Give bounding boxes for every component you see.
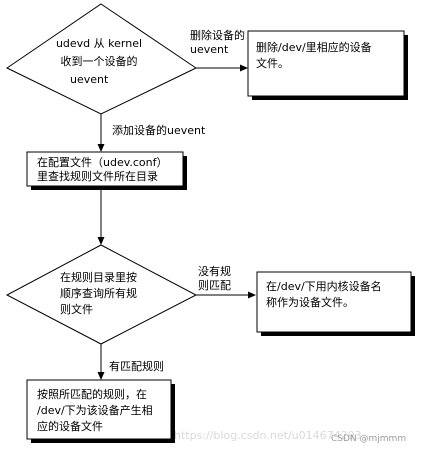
edge-no-rule-match-label-1: 没有规 (198, 264, 231, 278)
edge-remove-uevent: 删除设备的 uevent (190, 28, 248, 72)
process-find-rules-dir-line-1: 在配置文件（udev.conf） (37, 155, 168, 169)
edge-to-rule-search (97, 190, 105, 245)
edge-no-rule-match: 没有规 则匹配 (196, 264, 256, 299)
decision-receive-uevent: udevd 从 kernel 收到一个设备的 uevent (6, 3, 198, 115)
decision-search-rules-line-3: 则文件 (60, 302, 93, 316)
process-find-rules-dir: 在配置文件（udev.conf） 里查找规则文件所在目录 (26, 151, 187, 190)
edge-remove-uevent-label-1: 删除设备的 (190, 28, 245, 42)
edge-remove-uevent-label-2: uevent (190, 43, 229, 56)
decision-search-rules-line-1: 在规则目录里按 (60, 270, 137, 284)
process-find-rules-dir-line-2: 里查找规则文件所在目录 (37, 169, 158, 183)
action-delete-dev-file: 删除/dev/里相应的设备 文件。 (247, 30, 408, 100)
edge-no-rule-match-label-2: 则匹配 (198, 279, 231, 292)
action-use-kernel-name-line-1: 在/dev/下用内核设备名 (266, 279, 382, 293)
edge-rule-matched-label: 有匹配规则 (109, 359, 164, 373)
decision-receive-uevent-line-1: udevd 从 kernel (56, 37, 142, 50)
action-use-kernel-name: 在/dev/下用内核设备名 称作为设备文件。 (256, 271, 415, 336)
watermark-brand: CSDN @mjmmm (331, 434, 406, 444)
action-use-kernel-name-line-2: 称作为设备文件。 (266, 295, 354, 309)
edge-add-uevent: 添加设备的uevent (97, 114, 206, 152)
action-delete-dev-file-line-2: 文件。 (256, 56, 289, 70)
watermark-url: https://blog.csdn.net/u014674293 (174, 429, 362, 442)
action-create-dev-file-line-2: /dev/下为该设备产生相 (37, 403, 153, 417)
action-create-dev-file-line-1: 按照所匹配的规则，在 (37, 387, 147, 401)
decision-search-rules-line-2: 顺序查询所有规 (60, 286, 137, 300)
decision-search-rules: 在规则目录里按 顺序查询所有规 则文件 (5, 244, 198, 345)
decision-receive-uevent-line-2: 收到一个设备的 (61, 54, 138, 68)
edge-rule-matched: 有匹配规则 (97, 344, 164, 380)
action-create-dev-file-line-3: 应的设备文件 (37, 419, 103, 433)
action-delete-dev-file-line-1: 删除/dev/里相应的设备 (256, 40, 372, 54)
decision-receive-uevent-line-3: uevent (70, 73, 109, 86)
action-create-dev-file: 按照所匹配的规则，在 /dev/下为该设备产生相 应的设备文件 (26, 379, 175, 443)
edge-add-uevent-label: 添加设备的uevent (112, 123, 206, 137)
